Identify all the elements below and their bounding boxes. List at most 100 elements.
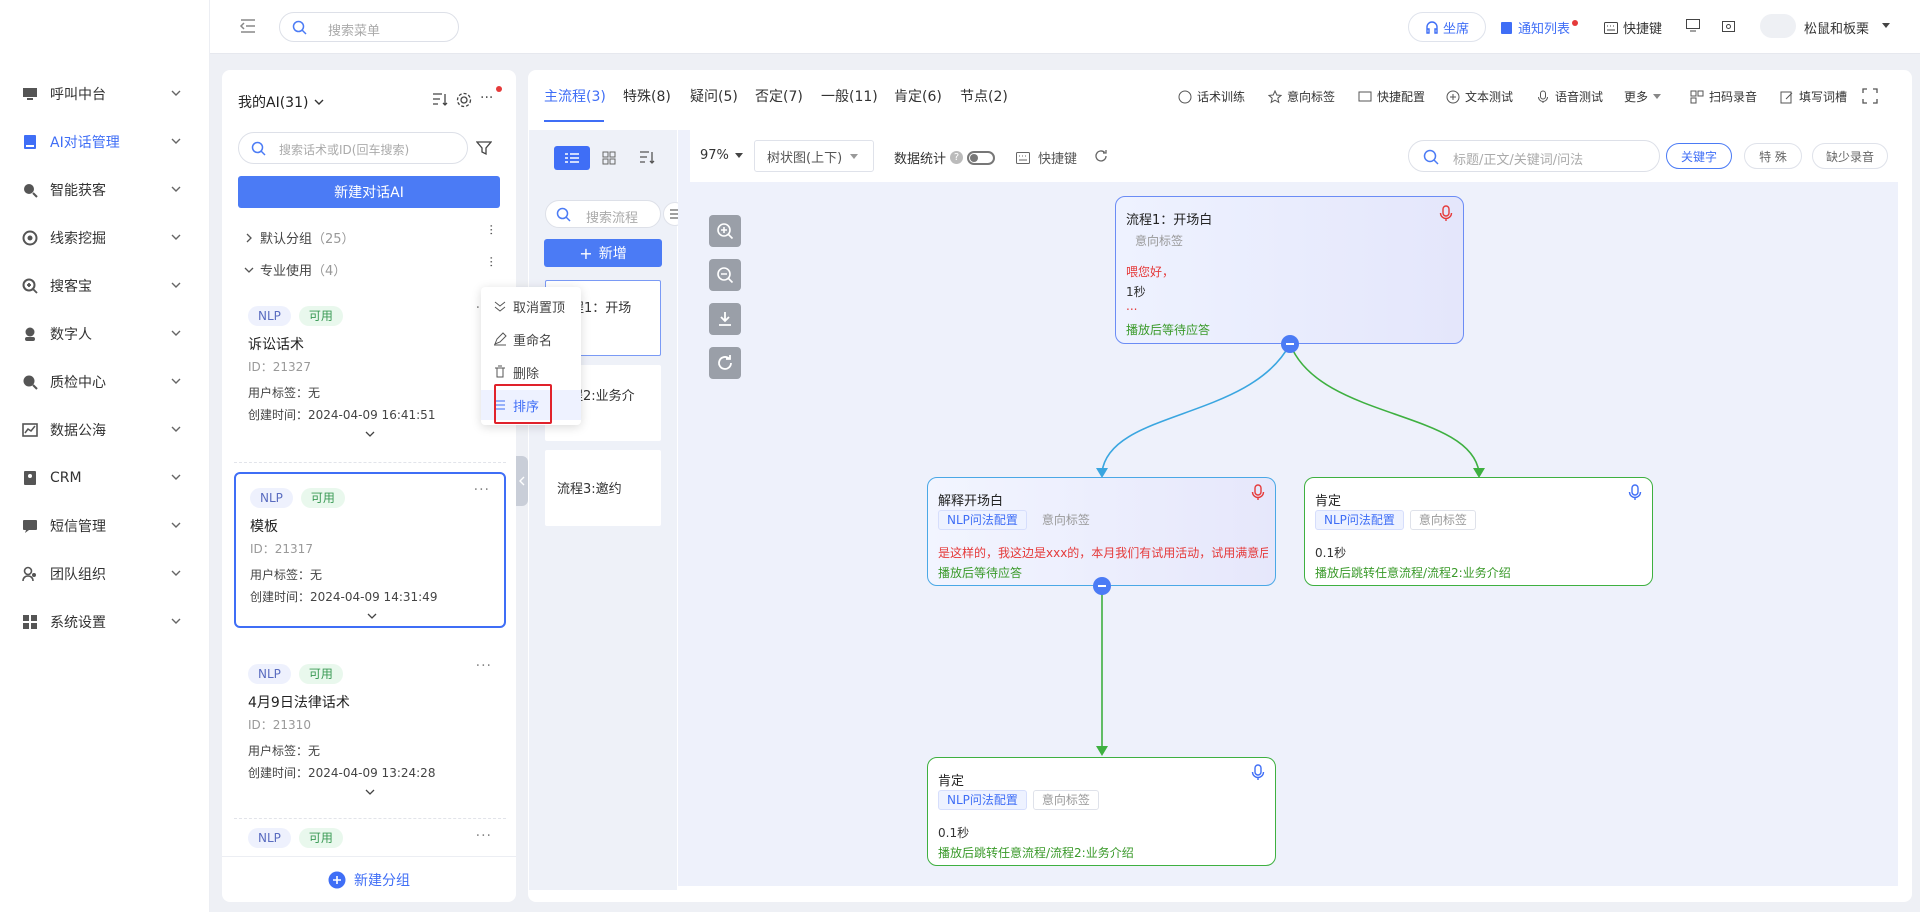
menu-unpin[interactable]: 取消置顶 bbox=[481, 291, 581, 321]
fullscreen-icon[interactable] bbox=[1862, 88, 1878, 104]
menu-rename[interactable]: 重命名 bbox=[481, 324, 581, 354]
mic-icon[interactable] bbox=[1439, 205, 1453, 223]
flow-search-box[interactable]: 搜索流程 bbox=[545, 200, 661, 228]
flow-node-start[interactable]: 流程1：开场白 意向标签 喂您好， 1秒 ... 播放后等待应答 bbox=[1115, 196, 1464, 344]
view-mode-select[interactable]: 树状图(上下) bbox=[754, 140, 874, 172]
sidebar-item-7[interactable]: 数据公海 bbox=[0, 412, 210, 448]
mic-icon[interactable] bbox=[1628, 484, 1642, 502]
sidebar-item-10[interactable]: 团队组织 bbox=[0, 556, 210, 592]
intent-tag-chip[interactable]: 意向标签 bbox=[1409, 510, 1476, 530]
card-more-icon[interactable]: ··· bbox=[475, 828, 492, 844]
tool-text-test[interactable]: 文本测试 bbox=[1446, 88, 1513, 105]
more-icon[interactable]: ··· bbox=[480, 90, 494, 106]
flow-item-3[interactable]: 流程3:邀约 bbox=[545, 450, 661, 526]
group-professional[interactable]: 专业使用 （4） bbox=[244, 260, 346, 279]
menu-search-input[interactable]: 搜索菜单 bbox=[328, 24, 381, 39]
menu-fold-icon[interactable] bbox=[239, 18, 257, 34]
tab-special[interactable]: 特殊(8) bbox=[623, 89, 671, 105]
tool-quick-config[interactable]: 快捷配置 bbox=[1358, 88, 1425, 105]
expand-chevron-icon[interactable] bbox=[364, 786, 376, 798]
ai-search-input[interactable]: 搜索话术或ID(回车搜索) bbox=[279, 143, 410, 157]
nlp-config-chip[interactable]: NLP问法配置 bbox=[938, 790, 1027, 810]
camera-icon[interactable] bbox=[1722, 19, 1735, 32]
grid-view-toggle[interactable] bbox=[593, 146, 625, 170]
zoom-in-button[interactable] bbox=[709, 215, 741, 247]
tab-question[interactable]: 疑问(5) bbox=[690, 89, 738, 105]
zoom-select[interactable]: 97% bbox=[700, 148, 743, 163]
tool-voice-test[interactable]: 语音测试 bbox=[1536, 88, 1603, 105]
card-more-icon[interactable]: ··· bbox=[475, 658, 492, 674]
sidebar-item-2[interactable]: 智能获客 bbox=[0, 172, 210, 208]
canvas-search-box[interactable]: 标题/正文/关键词/问法 bbox=[1408, 140, 1660, 172]
tool-fill-slot[interactable]: 填写词槽 bbox=[1780, 88, 1847, 105]
sidebar-item-9[interactable]: 短信管理 bbox=[0, 508, 210, 544]
canvas-shortcut-button[interactable]: 快捷键 bbox=[1016, 148, 1077, 167]
flow-node-positive[interactable]: 肯定 NLP问法配置 意向标签 0.1秒 播放后跳转任意流程/流程2:业务介绍 bbox=[1304, 477, 1653, 586]
sidebar-item-5[interactable]: 数字人 bbox=[0, 316, 210, 352]
sort-list-icon[interactable] bbox=[432, 92, 448, 107]
collapse-handle[interactable] bbox=[516, 456, 528, 506]
avatar[interactable] bbox=[1760, 14, 1796, 38]
gear-icon[interactable] bbox=[456, 92, 472, 108]
sort-icon[interactable] bbox=[639, 150, 655, 165]
new-group-button[interactable]: 新建分组 bbox=[222, 856, 516, 902]
refresh-icon[interactable] bbox=[1094, 149, 1108, 163]
screen-icon[interactable] bbox=[1686, 19, 1700, 32]
filter-special-button[interactable]: 特 殊 bbox=[1744, 143, 1802, 169]
expand-chevron-icon[interactable] bbox=[364, 428, 376, 440]
sidebar-item-0[interactable]: 呼叫中台 bbox=[0, 76, 210, 112]
menu-sort[interactable]: 排序 bbox=[481, 390, 581, 420]
zoom-out-button[interactable] bbox=[709, 259, 741, 291]
menu-search-box[interactable]: 搜索菜单 bbox=[279, 12, 459, 42]
sidebar-item-11[interactable]: 系统设置 bbox=[0, 604, 210, 640]
seat-button[interactable]: 坐席 bbox=[1408, 12, 1486, 42]
tool-more[interactable]: 更多 bbox=[1624, 88, 1662, 105]
tab-positive[interactable]: 肯定(6) bbox=[894, 89, 942, 105]
tab-main-flow[interactable]: 主流程(3) bbox=[544, 89, 606, 105]
nlp-config-chip[interactable]: NLP问法配置 bbox=[1315, 510, 1404, 530]
notify-list-button[interactable]: 通知列表 bbox=[1500, 18, 1579, 37]
caret-down-icon[interactable] bbox=[1882, 23, 1890, 28]
filter-icon[interactable] bbox=[476, 140, 492, 156]
tool-scan-record[interactable]: 扫码录音 bbox=[1690, 88, 1757, 105]
toggle-switch[interactable] bbox=[967, 150, 996, 165]
flow-search-input[interactable]: 搜索流程 bbox=[586, 211, 639, 226]
menu-delete[interactable]: 删除 bbox=[481, 357, 581, 387]
user-name[interactable]: 松鼠和板栗 bbox=[1804, 22, 1870, 37]
reset-button[interactable] bbox=[709, 347, 741, 379]
flow-node-explain[interactable]: 解释开场白 NLP问法配置 意向标签 是这样的，我这边是xxx的，本月我们有试用… bbox=[927, 477, 1276, 586]
group-professional-more-icon[interactable]: ··· bbox=[484, 256, 498, 268]
new-ai-button[interactable]: 新建对话AI bbox=[238, 176, 500, 208]
sidebar-item-1[interactable]: AI对话管理 bbox=[0, 124, 210, 160]
tab-node[interactable]: 节点(2) bbox=[960, 89, 1008, 105]
shortcut-button[interactable]: 快捷键 bbox=[1604, 18, 1662, 37]
ai-search-box[interactable]: 搜索话术或ID(回车搜索) bbox=[238, 132, 468, 164]
tool-script-training[interactable]: 话术训练 bbox=[1178, 88, 1245, 105]
sidebar-item-3[interactable]: 线索挖掘 bbox=[0, 220, 210, 256]
filter-missing-audio-button[interactable]: 缺少录音 bbox=[1812, 143, 1888, 169]
sidebar-item-6[interactable]: 质检中心 bbox=[0, 364, 210, 400]
collapse-node-button[interactable] bbox=[1093, 577, 1111, 595]
expand-chevron-icon[interactable] bbox=[366, 610, 378, 622]
intent-tag-chip[interactable]: 意向标签 bbox=[1041, 513, 1090, 527]
filter-keyword-button[interactable]: 关键字 bbox=[1666, 143, 1732, 169]
sidebar-item-8[interactable]: CRM bbox=[0, 460, 210, 496]
card-more-icon[interactable]: ··· bbox=[473, 482, 490, 498]
download-button[interactable] bbox=[709, 303, 741, 335]
tool-intent-tag[interactable]: 意向标签 bbox=[1268, 88, 1335, 105]
group-default[interactable]: 默认分组 （25） bbox=[246, 228, 355, 247]
mic-icon[interactable] bbox=[1251, 484, 1265, 502]
flow-node-positive-2[interactable]: 肯定 NLP问法配置 意向标签 0.1秒 播放后跳转任意流程/流程2:业务介绍 bbox=[927, 757, 1276, 866]
mic-icon[interactable] bbox=[1251, 764, 1265, 782]
tab-general[interactable]: 一般(11) bbox=[821, 89, 878, 105]
list-view-toggle[interactable] bbox=[554, 146, 590, 170]
canvas-search-input[interactable]: 标题/正文/关键词/问法 bbox=[1453, 153, 1584, 168]
nlp-config-chip[interactable]: NLP问法配置 bbox=[938, 510, 1027, 530]
sidebar-item-4[interactable]: 搜客宝 bbox=[0, 268, 210, 304]
group-default-more-icon[interactable]: ··· bbox=[484, 224, 498, 236]
add-flow-button[interactable]: + 新增 bbox=[544, 239, 662, 267]
